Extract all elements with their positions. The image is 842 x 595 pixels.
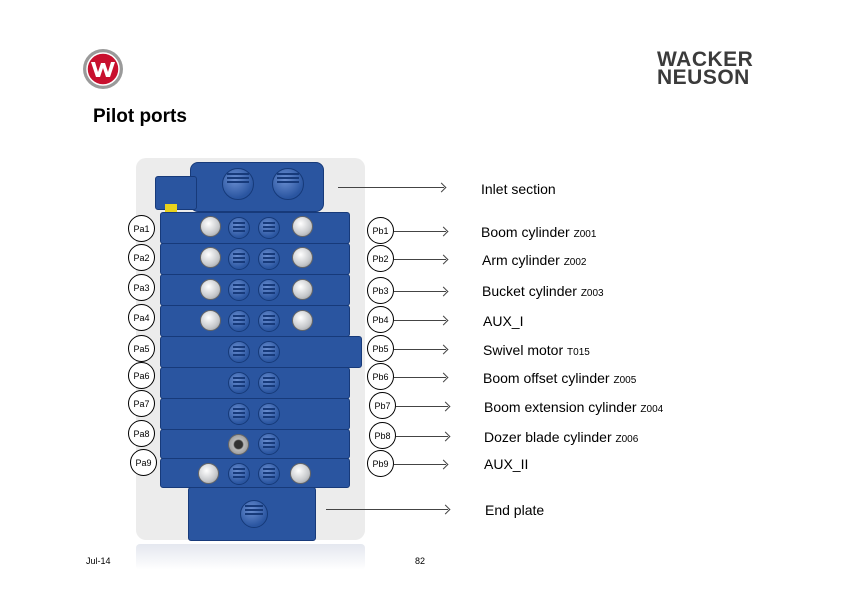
label-inlet-section: Inlet section	[481, 181, 556, 197]
valve-section-7	[160, 398, 350, 430]
port-pb6: Pb6	[367, 363, 394, 390]
plug-icon	[292, 247, 313, 268]
spool-knob-icon	[258, 403, 280, 425]
port-pa7: Pa7	[128, 390, 155, 417]
label-dozer-blade-cylinder: Dozer blade cylinder Z006	[484, 429, 639, 445]
port-pa3: Pa3	[128, 274, 155, 301]
spool-knob-icon	[258, 248, 280, 270]
arrow-pb2	[394, 259, 446, 260]
port-pa6: Pa6	[128, 362, 155, 389]
arrow-pb4	[394, 320, 446, 321]
label-bucket-cylinder: Bucket cylinder Z003	[482, 283, 604, 299]
valve-section-2	[160, 243, 350, 275]
end-plate-knob-icon	[240, 500, 268, 528]
plug-icon	[198, 463, 219, 484]
plug-icon	[200, 247, 221, 268]
port-pb2: Pb2	[367, 245, 394, 272]
valve-section-9	[160, 458, 350, 488]
label-boom-offset-cylinder: Boom offset cylinder Z005	[483, 370, 637, 386]
spool-knob-icon	[228, 248, 250, 270]
plug-icon	[290, 463, 311, 484]
arrow-pb7	[396, 406, 448, 407]
arrow-end-plate	[326, 509, 448, 510]
valve-section-1	[160, 212, 350, 244]
port-pb7: Pb7	[369, 392, 396, 419]
arrow-inlet	[338, 187, 444, 188]
logo-line-2: NEUSON	[657, 66, 750, 89]
spool-knob-icon	[258, 463, 280, 485]
port-pa1: Pa1	[128, 215, 155, 242]
yellow-cap	[165, 204, 177, 213]
logo-line-1: WACKER	[657, 48, 754, 71]
open-port-icon	[228, 434, 249, 455]
wacker-w-logo-icon	[83, 49, 123, 89]
spool-knob-icon	[228, 372, 250, 394]
label-swivel-motor: Swivel motor T015	[483, 342, 590, 358]
label-aux-ii: AUX_II	[484, 456, 529, 472]
spool-knob-icon	[228, 217, 250, 239]
arrow-pb5	[394, 349, 446, 350]
spool-knob-icon	[258, 217, 280, 239]
spool-knob-icon	[258, 279, 280, 301]
spool-knob-icon	[258, 310, 280, 332]
plug-icon	[200, 310, 221, 331]
port-pb1: Pb1	[367, 217, 394, 244]
spool-knob-icon	[228, 341, 250, 363]
inlet-knob-icon	[222, 168, 254, 200]
footer-date: Jul-14	[86, 556, 111, 566]
port-pa8: Pa8	[128, 420, 155, 447]
wacker-neuson-logo: WACKER NEUSON	[657, 48, 761, 89]
port-pb5: Pb5	[367, 335, 394, 362]
port-pa9: Pa9	[130, 449, 157, 476]
plug-icon	[200, 279, 221, 300]
valve-section-6	[160, 367, 350, 399]
label-arm-cylinder: Arm cylinder Z002	[482, 252, 587, 268]
port-pb8: Pb8	[369, 422, 396, 449]
plug-icon	[292, 216, 313, 237]
page-title: Pilot ports	[93, 106, 187, 127]
port-pb3: Pb3	[367, 277, 394, 304]
spool-knob-icon	[228, 279, 250, 301]
arrow-pb6	[394, 377, 446, 378]
arrow-pb3	[394, 291, 446, 292]
label-boom-cylinder: Boom cylinder Z001	[481, 224, 597, 240]
spool-knob-icon	[228, 403, 250, 425]
port-pa5: Pa5	[128, 335, 155, 362]
port-pb9: Pb9	[367, 450, 394, 477]
label-aux-i: AUX_I	[483, 313, 524, 329]
arrow-pb8	[396, 436, 448, 437]
label-boom-extension-cylinder: Boom extension cylinder Z004	[484, 399, 664, 415]
spool-knob-icon	[258, 433, 280, 455]
spool-knob-icon	[258, 341, 280, 363]
spool-knob-icon	[228, 310, 250, 332]
photo-reflection	[136, 544, 365, 570]
inlet-block	[190, 162, 324, 212]
plug-icon	[292, 279, 313, 300]
inlet-knob-icon	[272, 168, 304, 200]
plug-icon	[200, 216, 221, 237]
arrow-pb1	[394, 231, 446, 232]
spool-knob-icon	[228, 463, 250, 485]
plug-icon	[292, 310, 313, 331]
arrow-pb9	[394, 464, 446, 465]
port-pa4: Pa4	[128, 304, 155, 331]
port-pa2: Pa2	[128, 244, 155, 271]
port-pb4: Pb4	[367, 306, 394, 333]
spool-knob-icon	[258, 372, 280, 394]
valve-section-3	[160, 274, 350, 306]
label-end-plate: End plate	[485, 502, 545, 518]
page-number: 82	[415, 556, 426, 566]
valve-section-4	[160, 305, 350, 337]
valve-section-8	[160, 429, 350, 459]
